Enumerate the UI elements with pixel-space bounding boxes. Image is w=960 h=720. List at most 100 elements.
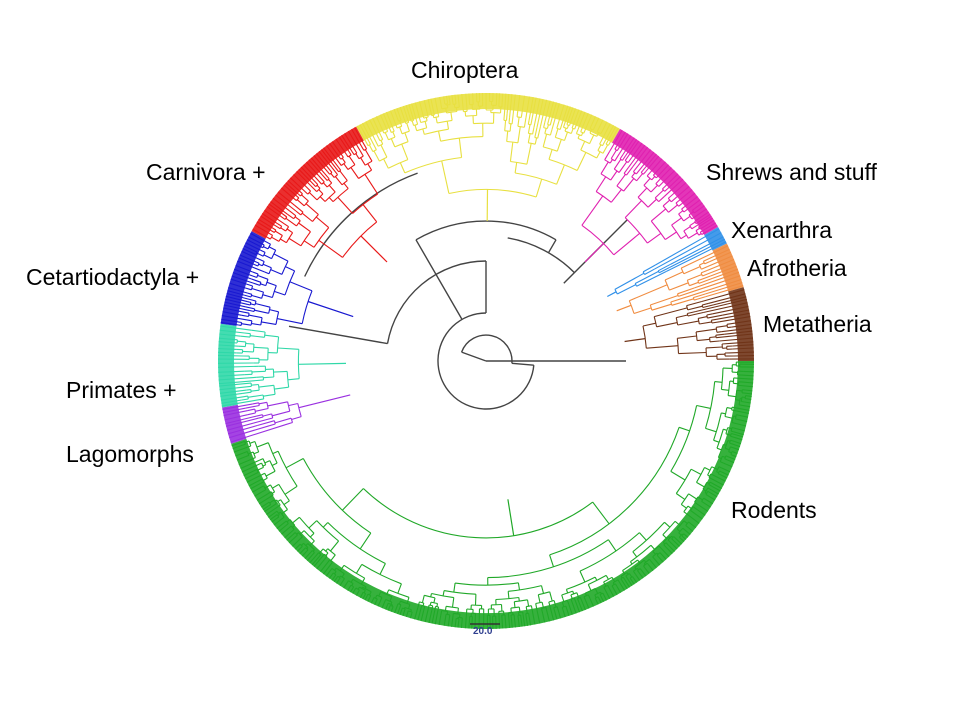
node-arc (340, 162, 346, 166)
node-arc (713, 412, 722, 441)
internal-branch (595, 176, 607, 192)
internal-branch (251, 278, 262, 283)
internal-branch (351, 151, 355, 156)
internal-branch (303, 240, 315, 248)
internal-branch (616, 174, 626, 187)
node-arc (440, 136, 483, 142)
internal-branch (367, 138, 371, 145)
node-arc (495, 596, 519, 601)
internal-branch (359, 150, 364, 157)
internal-branch (624, 200, 642, 218)
internal-branch (677, 287, 695, 295)
internal-branch (270, 230, 275, 233)
node-arc (313, 227, 330, 248)
node-arc (510, 606, 520, 609)
internal-branch (527, 133, 531, 143)
node-arc (301, 290, 313, 324)
node-arc (269, 460, 276, 472)
internal-branch (548, 149, 553, 160)
node-arc (528, 132, 533, 135)
internal-branch (506, 131, 509, 142)
internal-branch (330, 540, 340, 552)
internal-branch (258, 462, 262, 465)
internal-branch (527, 120, 530, 125)
internal-branch (526, 599, 530, 607)
internal-branch (262, 477, 268, 481)
internal-branch (583, 130, 586, 134)
node-arc (720, 368, 724, 390)
internal-branch (507, 591, 510, 599)
internal-branch (248, 314, 263, 319)
internal-branch (315, 216, 330, 229)
internal-branch (295, 210, 302, 216)
node-arc (506, 140, 518, 144)
internal-branch (561, 594, 565, 602)
node-arc (266, 402, 269, 409)
internal-branch (441, 160, 450, 194)
internal-branch (283, 223, 289, 228)
label-carnivora: Carnivora + (146, 159, 266, 185)
internal-branch (247, 301, 252, 304)
internal-branch (687, 311, 704, 317)
backbone-branch-1 (460, 334, 513, 364)
internal-branch (261, 321, 277, 325)
node-arc (695, 230, 700, 236)
internal-branch (546, 124, 549, 129)
internal-branch (241, 314, 249, 318)
internal-branch (642, 171, 647, 175)
internal-branch (680, 263, 690, 269)
label-xenarthra: Xenarthra (731, 217, 833, 243)
internal-branch (676, 314, 688, 319)
internal-branch (689, 221, 696, 227)
internal-branch (343, 163, 349, 170)
internal-branch (610, 189, 622, 203)
internal-branch (392, 131, 396, 138)
internal-branch (331, 167, 339, 176)
internal-branch (577, 134, 581, 139)
node-arc (358, 155, 364, 160)
internal-branch (328, 197, 334, 202)
node-arc (268, 267, 272, 274)
internal-branch (671, 298, 694, 306)
internal-branch (364, 149, 373, 162)
internal-branch (505, 113, 508, 121)
node-arc (431, 592, 454, 599)
internal-branch (554, 128, 559, 138)
internal-branch (723, 428, 728, 431)
node-arc (327, 522, 386, 564)
internal-branch (626, 166, 634, 176)
internal-branch (635, 165, 644, 175)
internal-branch (696, 328, 717, 333)
internal-branch (430, 593, 433, 598)
node-arc (715, 327, 718, 333)
internal-branch (298, 190, 303, 195)
node-arc (275, 311, 280, 325)
internal-branch (683, 226, 691, 232)
clade-shrews (581, 128, 719, 263)
node-arc (510, 160, 528, 165)
internal-branch (406, 122, 410, 132)
internal-branch (246, 303, 251, 306)
internal-branch (310, 185, 318, 192)
clade-stem-carnivora (360, 235, 388, 263)
internal-branch (678, 426, 690, 432)
internal-branch (422, 128, 425, 135)
internal-branch (359, 532, 372, 550)
internal-branch (542, 133, 548, 148)
internal-branch (260, 283, 266, 287)
node-arc (670, 405, 698, 472)
internal-branch (380, 140, 384, 145)
scale-bar-label: 20.0 (473, 626, 493, 637)
node-arc (302, 458, 372, 534)
node-arc (650, 220, 666, 240)
internal-branch (255, 407, 269, 412)
node-arc (262, 458, 267, 465)
internal-branch (609, 159, 613, 164)
internal-branch (297, 193, 301, 197)
internal-branch (706, 313, 713, 316)
internal-branch (509, 142, 514, 162)
internal-branch (517, 582, 521, 590)
internal-branch (709, 340, 720, 343)
internal-branch (566, 125, 570, 129)
internal-branch (276, 318, 303, 325)
